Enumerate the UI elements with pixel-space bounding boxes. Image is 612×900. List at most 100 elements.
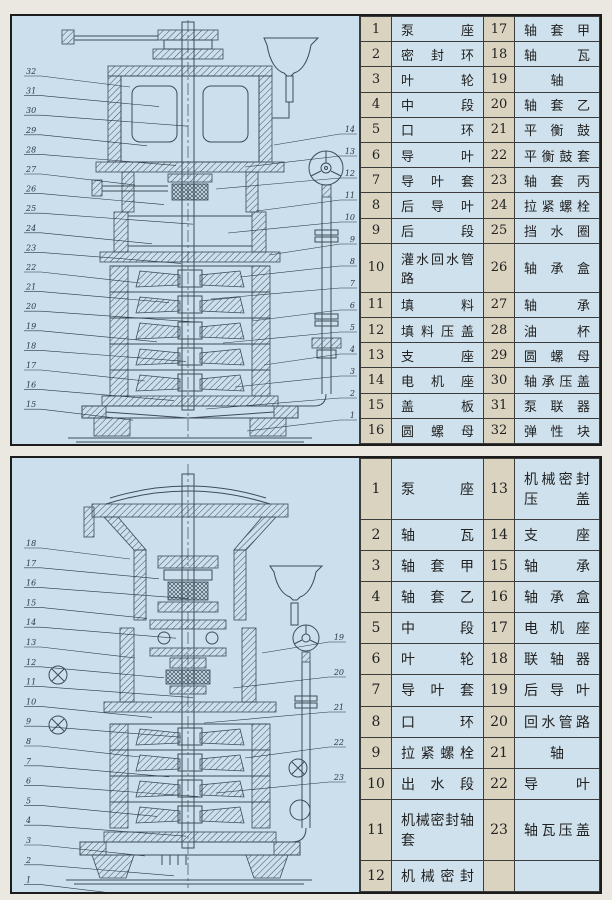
- part-number-cell: 32: [483, 417, 515, 445]
- callout-number: 1: [26, 876, 31, 885]
- callout-leader-line: [246, 419, 357, 432]
- part-name-text: 导叶: [524, 775, 590, 792]
- part-number-cell: 14: [483, 518, 515, 551]
- callout-leader-line: [24, 252, 182, 264]
- callout-leader-line: [24, 75, 131, 88]
- part-name-text: 中段: [401, 620, 474, 637]
- callout-leader-line: [24, 271, 141, 284]
- callout-number: 15: [26, 598, 36, 607]
- part-name-cell: 叶轮: [391, 643, 484, 676]
- callout-leader-line: [24, 686, 194, 698]
- callout-number: 15: [26, 400, 36, 409]
- part-name-cell: 导叶套: [391, 167, 484, 194]
- part-name-text: 泵座: [401, 480, 474, 497]
- priming-funnel: [263, 37, 320, 119]
- part-name-cell: 填料: [391, 291, 484, 318]
- part-number-cell: 4: [360, 91, 392, 118]
- part-number-cell: 15: [360, 392, 392, 419]
- part-name-text: 轴承: [524, 298, 590, 314]
- part-name-cell: 轴承盒: [514, 242, 600, 293]
- part-name-text: 平衡鼓: [524, 123, 590, 139]
- part-number-cell: 1: [360, 15, 392, 43]
- callout-leader-line: [24, 212, 194, 225]
- callout-number: 8: [26, 737, 31, 746]
- part-name-text: 导叶: [401, 148, 474, 164]
- part-name-text: 支座: [401, 348, 474, 364]
- part-name-text: 轴瓦: [524, 47, 590, 63]
- callout-number: 20: [333, 668, 344, 677]
- part-name-cell: 机械密封压盖: [514, 458, 600, 520]
- part-number-cell: 13: [360, 342, 392, 369]
- part-name-text: 轴套乙: [524, 98, 590, 114]
- part-number-cell: 11: [360, 798, 392, 861]
- part-name-text: 泵联器: [524, 399, 590, 415]
- part-number-cell: 12: [360, 316, 392, 344]
- part-number-cell: 23: [483, 798, 515, 861]
- part-name-cell: 平衡鼓: [514, 116, 600, 143]
- part-name-text: 联轴器: [524, 651, 590, 668]
- part-name-cell: 导叶: [391, 141, 484, 169]
- part-name-cell: 轴: [514, 66, 600, 93]
- part-name-text: 轴套丙: [524, 173, 590, 189]
- callout-leader-line: [24, 173, 136, 186]
- part-name-text: 填料压盖: [401, 323, 474, 339]
- part-name-cell: 轴瓦: [391, 518, 484, 551]
- part-number-cell: 11: [360, 291, 392, 318]
- callout-number: 2: [349, 389, 355, 398]
- callout-number: 17: [26, 361, 37, 370]
- part-number-cell: 16: [360, 417, 392, 445]
- part-name-cell: 后段: [391, 217, 484, 244]
- part-name-cell: 电机座: [391, 367, 484, 394]
- callout-leader-line: [24, 330, 158, 343]
- part-name-cell: 中段: [391, 91, 484, 118]
- part-name-text: 拉紧螺栓: [401, 744, 474, 761]
- part-name-cell: 导叶套: [391, 674, 484, 707]
- part-name-cell: 密封环: [391, 41, 484, 68]
- callout-number: 32: [26, 67, 36, 76]
- callout-leader-line: [24, 389, 175, 401]
- part-number-cell: 20: [483, 91, 515, 118]
- part-number-cell: 17: [483, 15, 515, 43]
- callout-leader-line: [210, 287, 357, 300]
- part-number-cell: 22: [483, 767, 515, 800]
- part-name-text: 支座: [524, 526, 590, 543]
- callout-leader-line: [24, 310, 199, 323]
- part-number-cell: 30: [483, 367, 515, 394]
- part-name-cell: 填料压盖: [391, 316, 484, 344]
- part-name-cell: 机械密封: [391, 859, 484, 893]
- callout-leader-line: [239, 265, 357, 278]
- part-name-cell: 泵座: [391, 458, 484, 520]
- part-number-cell: 17: [483, 612, 515, 645]
- part-name-text: 机械密封压盖: [524, 470, 590, 507]
- part-name-text: 灌水回水管路: [401, 251, 474, 286]
- callout-number: 4: [25, 816, 31, 825]
- part-number-cell: 13: [483, 458, 515, 520]
- part-name-cell: 轴套乙: [391, 581, 484, 614]
- part-name-text: 轴套甲: [401, 557, 474, 574]
- valve-handwheel-icon: [292, 624, 320, 663]
- callout-number: 5: [26, 796, 31, 805]
- part-number-cell: 9: [360, 217, 392, 244]
- callout-leader-line: [24, 666, 165, 679]
- part-number-cell: 6: [360, 141, 392, 169]
- part-number-cell: 21: [483, 736, 515, 769]
- callout-number: 5: [350, 323, 355, 332]
- part-name-text: 圆螺母: [524, 348, 590, 364]
- part-number-cell: 21: [483, 116, 515, 143]
- callout-number: 20: [25, 302, 36, 311]
- callout-leader-line: [222, 331, 357, 344]
